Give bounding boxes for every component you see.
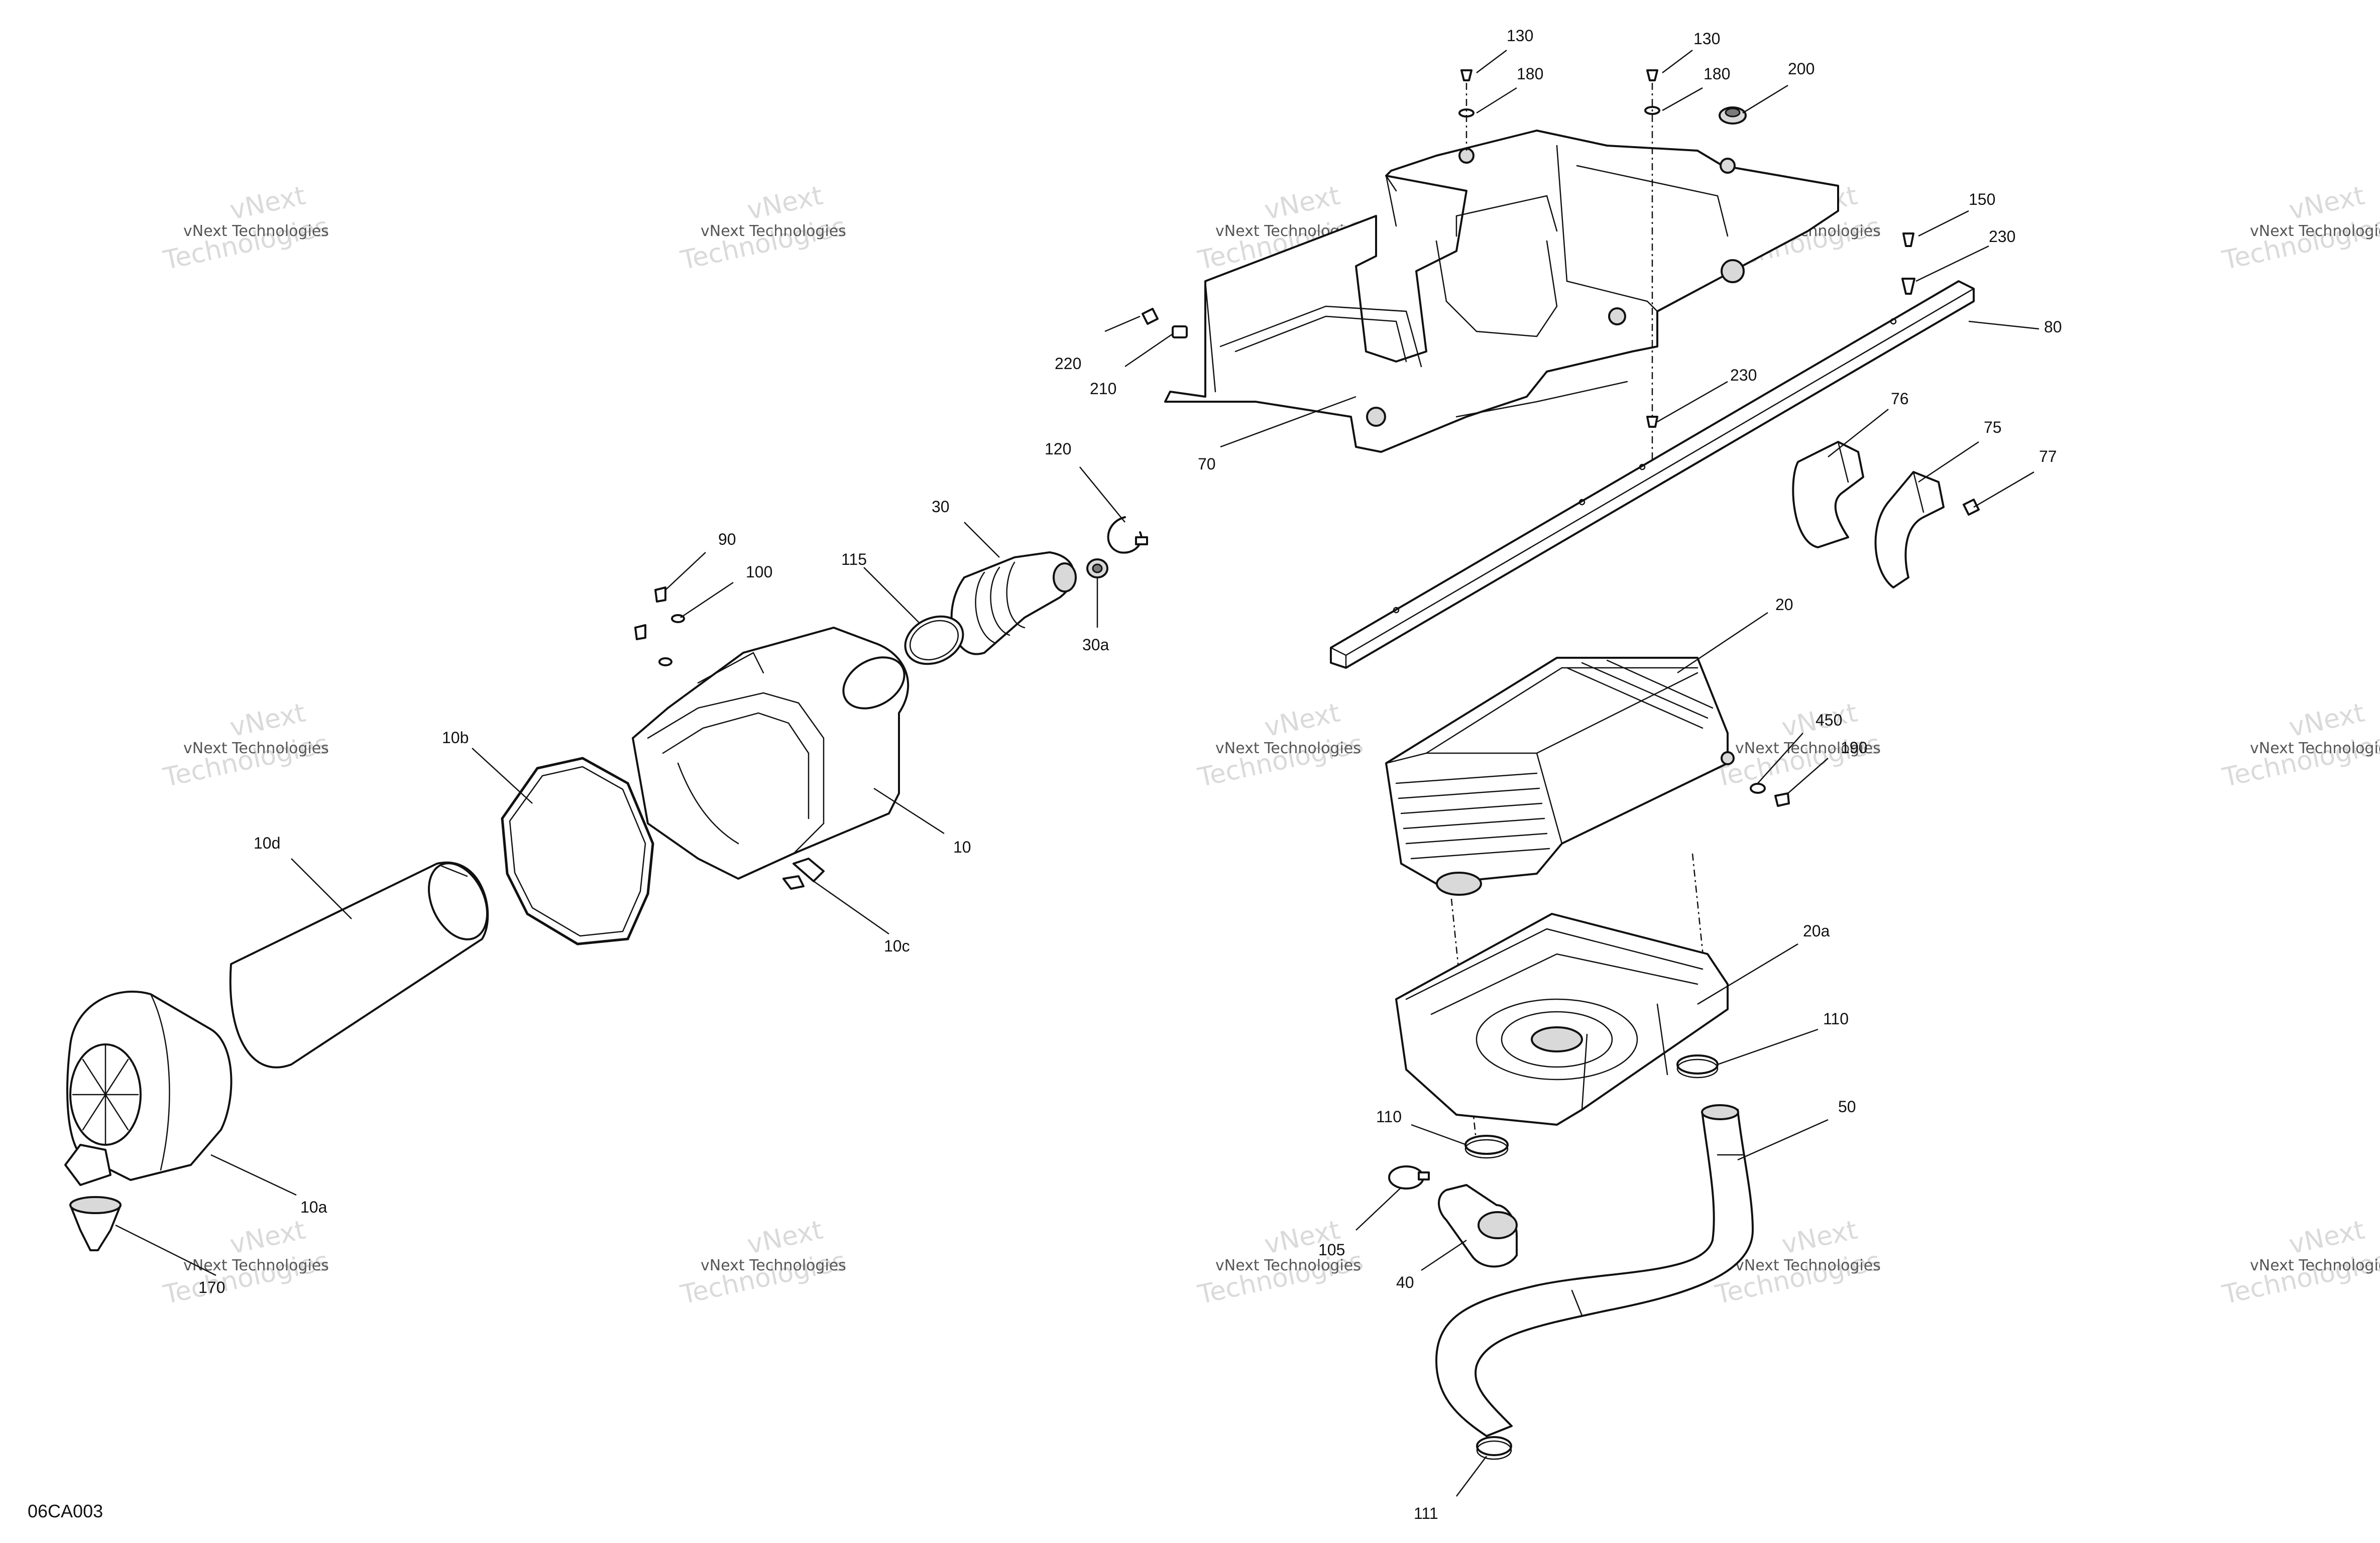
seal-10b [501,757,654,945]
grommet [1608,307,1626,325]
screw-90-b [634,624,646,640]
intercooler-base-20a [1395,913,1729,1126]
pre-cleaner-10a [64,990,233,1186]
label-115: 115 [841,550,867,568]
label-130-a: 130 [1507,27,1533,45]
washer-450 [1750,783,1766,794]
watermark-small: vNext Technologies [2250,222,2380,240]
label-10c: 10c [884,937,910,955]
grommet [1366,407,1386,427]
label-50: 50 [1838,1098,1856,1116]
leader-lines [115,50,2039,1497]
clamp-115 [904,615,964,665]
grommet [1721,259,1745,283]
rail-80 [1330,280,1975,669]
clamp-110-b [1464,1135,1509,1159]
label-180-a: 180 [1517,65,1543,83]
label-180-b: 180 [1704,65,1730,83]
label-10: 10 [953,838,971,856]
label-20a: 20a [1803,922,1830,940]
screw-90-a [654,586,666,603]
label-105: 105 [1318,1241,1345,1259]
air-box-outlet [842,656,905,709]
label-170: 170 [198,1278,225,1296]
label-100: 100 [746,563,772,581]
label-77: 77 [2039,447,2057,465]
clamp-105 [1388,1165,1430,1190]
watermark-small: vNext Technologies [1215,740,1361,757]
callout-labels: 130 130 180 180 200 150 230 80 220 210 7… [198,27,2062,1522]
label-70: 70 [1198,455,1216,473]
nut-230-b [1646,416,1658,428]
label-120: 120 [1045,440,1071,458]
drain-valve-170 [69,1196,122,1251]
watermark-small: vNext Technologies [1735,740,1881,757]
boot-30 [950,551,1077,655]
nut-30a [1086,558,1108,578]
watermark-small: vNext Technologies [2250,1257,2380,1274]
watermark-small: vNext Technologies [701,222,846,240]
screw-150 [1901,232,1915,295]
intercooler-20 [1385,657,1735,896]
label-75: 75 [1984,418,2002,436]
watermark-small: vNext Technologies [183,1257,329,1274]
label-40: 40 [1396,1273,1414,1291]
grommet [1458,148,1475,164]
screw-130-b [1644,69,1660,115]
nut-230-a [1901,278,1915,295]
clamp-111 [1476,1436,1512,1460]
grommet [1720,158,1736,174]
label-210: 210 [1090,380,1116,398]
intercooler-fins [1395,659,1714,860]
label-10a: 10a [300,1198,327,1216]
label-10b: 10b [442,729,469,747]
label-230-b: 230 [1730,366,1757,384]
bracket-75 [1874,471,1945,588]
intercooler-outlet [1436,872,1482,896]
label-130-b: 130 [1693,30,1720,48]
watermark-small: vNext Technologies [1215,1257,1361,1274]
label-111: 111 [1414,1504,1438,1522]
label-76: 76 [1891,390,1909,408]
label-30: 30 [932,498,950,516]
clamp-110-a [1676,1054,1719,1079]
screw-220 [1142,308,1159,325]
label-150: 150 [1969,190,1995,208]
drain-spout [64,1144,111,1186]
label-110-b: 110 [1376,1108,1402,1126]
label-20: 20 [1775,596,1793,614]
grommet-200 [1719,106,1747,125]
label-90: 90 [718,530,736,548]
watermark-small: vNext Technologies [183,222,329,240]
washer-100 [658,614,685,666]
label-450: 450 [1816,711,1842,729]
label-200: 200 [1788,60,1815,78]
filter-end-cap [427,862,489,940]
diagram-code: 06CA003 [28,1501,103,1521]
elbow-40 [1438,1184,1518,1268]
nut-clip-210 [1172,325,1188,338]
bracket-76 [1792,441,1864,548]
latch-10c [782,858,825,890]
watermark-small: vNext Technologies [701,1257,846,1274]
label-110-a: 110 [1823,1010,1849,1028]
air-box-tray-70 [1164,130,1839,453]
clamp-120 [1107,516,1148,554]
watermark-small: vNext Technologies [1735,1257,1881,1274]
watermark-small: vNext Technologies [183,740,329,757]
label-190: 190 [1841,739,1867,757]
label-80: 80 [2044,318,2062,336]
air-box-housing-10 [632,627,910,890]
label-220: 220 [1055,354,1081,373]
label-30a: 30a [1082,636,1109,654]
fitting [1721,751,1735,765]
air-filter-10d [229,861,489,1069]
screw-190 [1774,792,1790,807]
label-230-a: 230 [1989,227,2015,246]
screw-77 [1963,499,1980,516]
watermark-small: vNext Technologies [2250,740,2380,757]
label-10d: 10d [254,834,280,852]
hose-50 [1435,1104,1754,1437]
